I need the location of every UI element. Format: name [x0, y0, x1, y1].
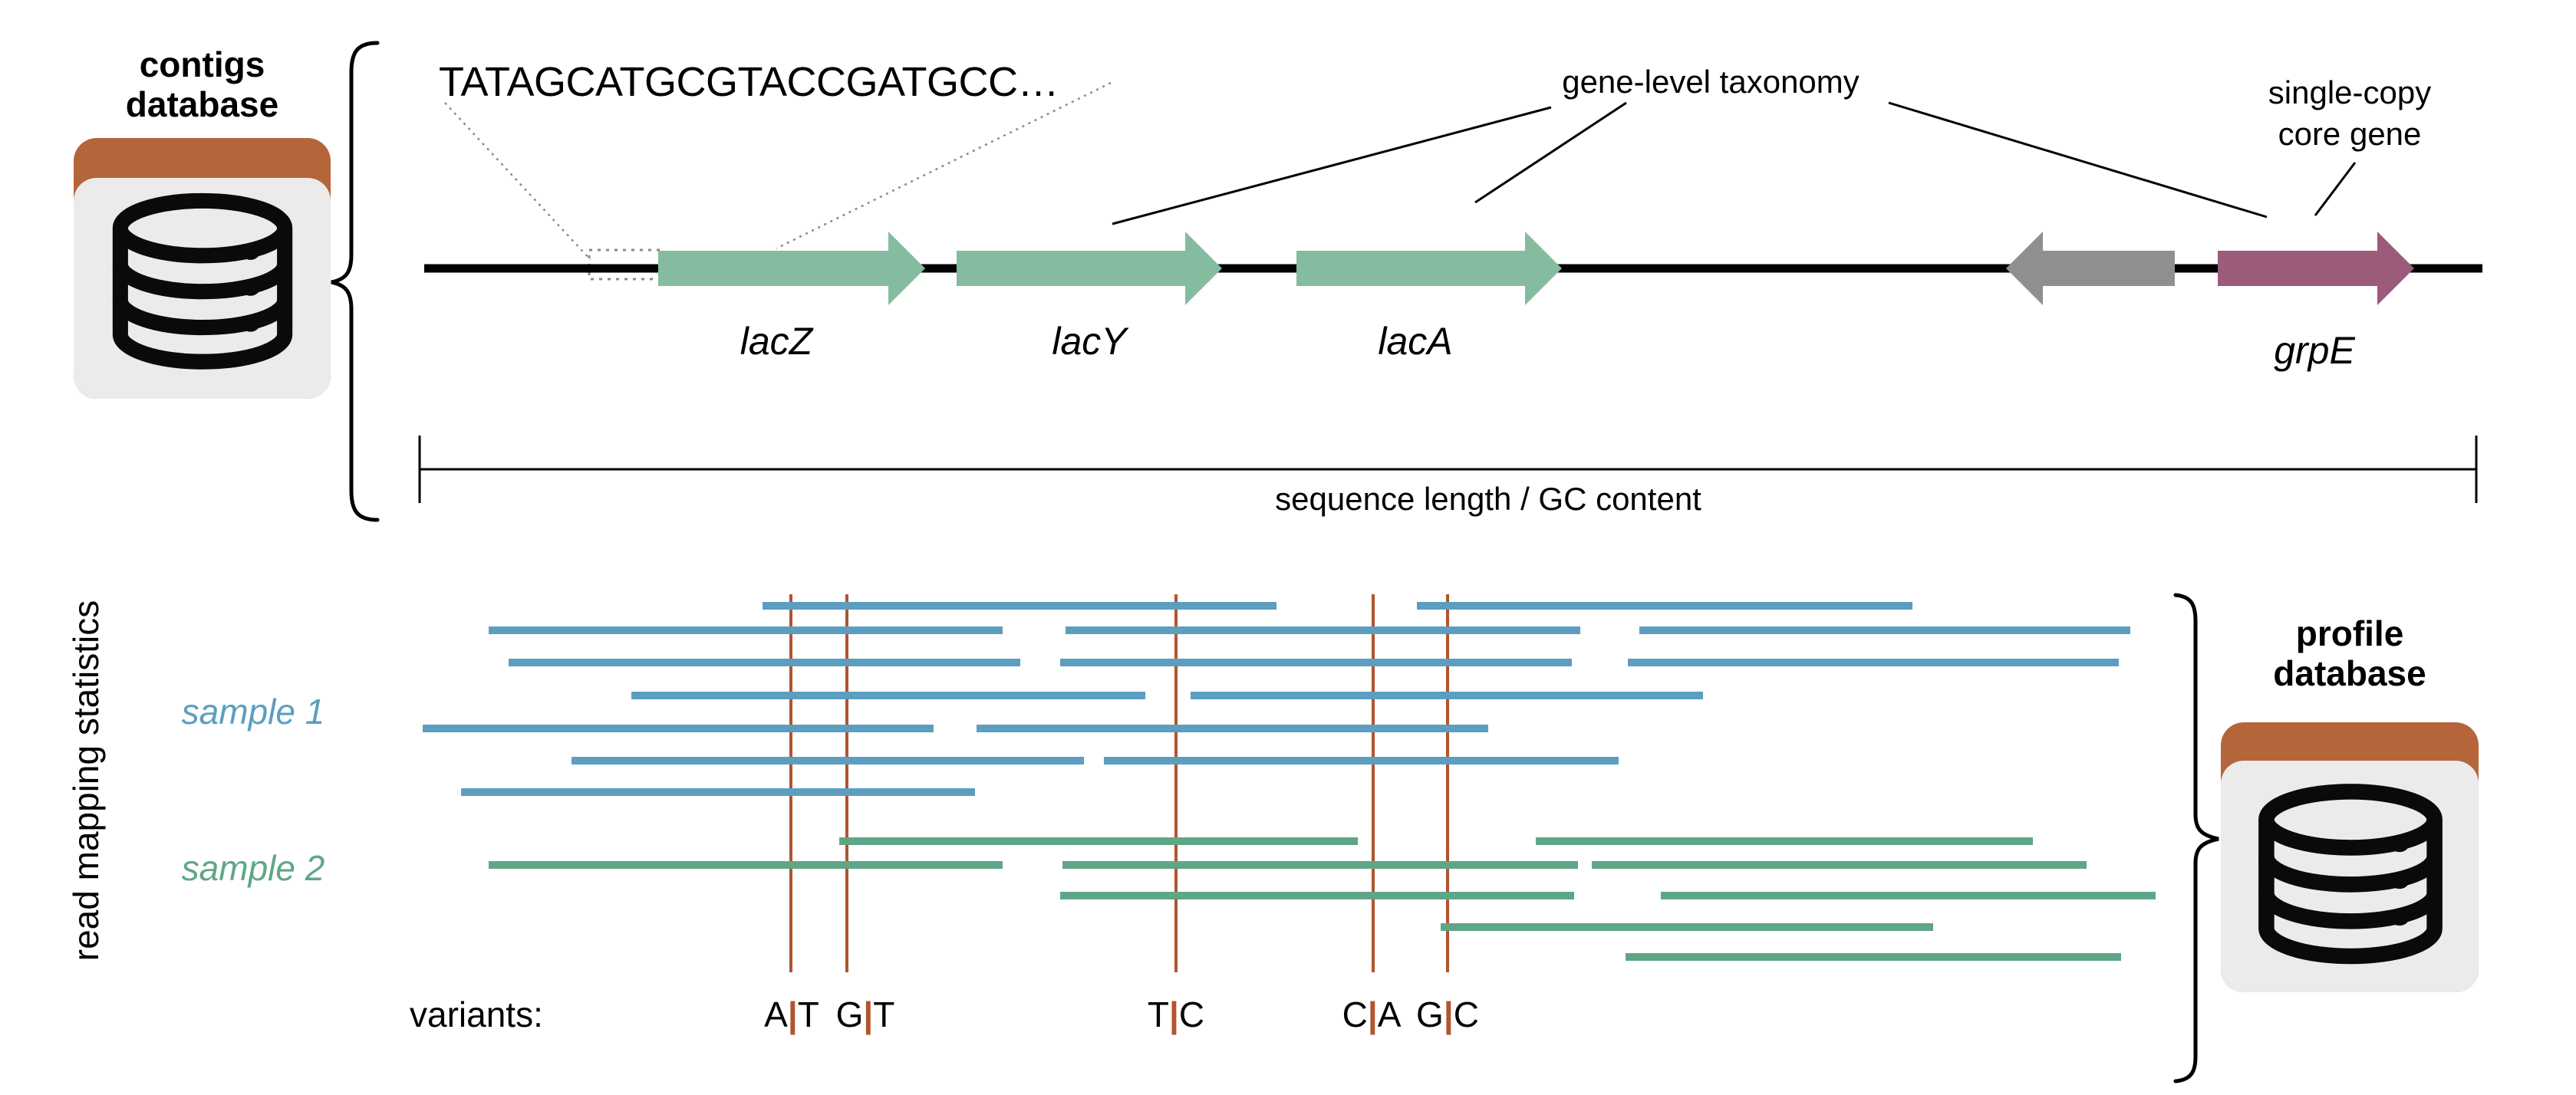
gene-arrow-lacA — [1296, 232, 1562, 305]
gene-arrow-lacZ — [658, 232, 925, 305]
profile-db-brace — [2173, 593, 2219, 1083]
gene-label-lacZ: lacZ — [740, 320, 813, 363]
read-segment-sample-2 — [1592, 861, 2087, 869]
read-segment-sample-1 — [509, 659, 1020, 666]
variant-base-right: A — [1377, 995, 1402, 1034]
variant-base-left: G — [835, 995, 864, 1034]
variant-base-left: A — [764, 995, 788, 1034]
read-segment-sample-1 — [977, 725, 1488, 732]
read-segment-sample-1 — [461, 788, 975, 796]
variant-base-right: C — [1453, 995, 1479, 1034]
variant-separator: | — [787, 995, 798, 1034]
database-icon — [2258, 784, 2443, 965]
read-segment-sample-1 — [572, 757, 1084, 765]
single-copy-core-gene-line2: core gene — [2278, 115, 2422, 152]
variants-label: variants: — [410, 995, 543, 1034]
profile-database-card — [2221, 722, 2479, 992]
gene-arrow-grpE — [2218, 232, 2414, 305]
variant-pair-GT: G|T — [836, 994, 895, 1035]
variant-base-left: G — [1416, 995, 1444, 1034]
read-segment-sample-1 — [1066, 626, 1580, 634]
contig-sequence-text: TATAGCATGCGTACCGATGCC… — [439, 59, 1059, 105]
single-copy-core-gene-label: single-copy core gene — [2268, 72, 2431, 155]
contigs-database-title: contigs database — [74, 44, 331, 125]
read-segment-sample-2 — [1060, 892, 1574, 899]
read-segment-sample-2 — [1626, 953, 2121, 961]
database-icon — [112, 192, 293, 370]
annotation-pointer-line — [2314, 162, 2357, 216]
sample-1-label: sample 1 — [181, 692, 325, 732]
variant-separator: | — [1367, 995, 1378, 1034]
read-mapping-statistics-label: read mapping statistics — [66, 600, 106, 962]
gene-label-lacA: lacA — [1378, 320, 1453, 363]
variant-pair-AT: A|T — [764, 994, 819, 1035]
gene-level-taxonomy-label: gene-level taxonomy — [1562, 64, 1860, 100]
annotation-pointer-line — [1474, 101, 1627, 204]
read-segment-sample-2 — [489, 861, 1003, 869]
sequence-length-gc-label: sequence length / GC content — [1275, 481, 1701, 517]
annotation-pointer-line — [1112, 106, 1552, 225]
read-segment-sample-2 — [1661, 892, 2156, 899]
annotation-pointer-line — [1888, 101, 2268, 219]
gene-label-lacY: lacY — [1052, 320, 1127, 363]
sample-2-label: sample 2 — [181, 848, 325, 888]
profile-database-title-line2: database — [2273, 653, 2426, 694]
gene-label-grpE: grpE — [2274, 329, 2355, 372]
profile-database-title: profile database — [2221, 613, 2479, 694]
read-segment-sample-2 — [839, 837, 1358, 845]
read-segment-sample-2 — [1062, 861, 1578, 869]
variant-base-left: C — [1342, 995, 1368, 1034]
contigs-database-card — [74, 138, 331, 399]
profile-database-title-line1: profile — [2295, 613, 2404, 653]
variant-base-right: C — [1178, 995, 1205, 1034]
gene-arrow-lacY — [957, 232, 1222, 305]
read-segment-sample-2 — [1536, 837, 2033, 845]
contigs-database-title-line2: database — [125, 84, 279, 125]
single-copy-core-gene-line1: single-copy — [2268, 74, 2432, 110]
sequence-callout-dotted-line — [776, 81, 1112, 250]
sequence-callout-dotted-line — [444, 102, 591, 261]
read-segment-sample-1 — [489, 626, 1003, 634]
variant-base-right: T — [797, 995, 819, 1034]
variant-pair-GC: G|C — [1416, 994, 1479, 1035]
read-segment-sample-1 — [763, 602, 1276, 610]
read-segment-sample-1 — [1060, 659, 1572, 666]
contigs-database-title-line1: contigs — [139, 44, 265, 84]
read-segment-sample-1 — [1639, 626, 2130, 634]
contigs-db-brace — [331, 41, 380, 522]
variant-separator: | — [1169, 995, 1179, 1034]
gene-arrow-unlabeled — [2006, 232, 2175, 305]
read-segment-sample-1 — [1104, 757, 1619, 765]
variant-base-right: T — [873, 995, 895, 1034]
read-segment-sample-2 — [1441, 923, 1933, 931]
read-segment-sample-1 — [1191, 692, 1703, 699]
read-segment-sample-1 — [631, 692, 1145, 699]
variant-separator: | — [863, 995, 874, 1034]
variant-base-left: T — [1147, 995, 1169, 1034]
read-segment-sample-1 — [423, 725, 934, 732]
variant-pair-CA: C|A — [1342, 994, 1402, 1035]
variant-pair-TC: T|C — [1148, 994, 1204, 1035]
read-segment-sample-1 — [1417, 602, 1912, 610]
read-segment-sample-1 — [1628, 659, 2119, 666]
variant-separator: | — [1443, 995, 1454, 1034]
